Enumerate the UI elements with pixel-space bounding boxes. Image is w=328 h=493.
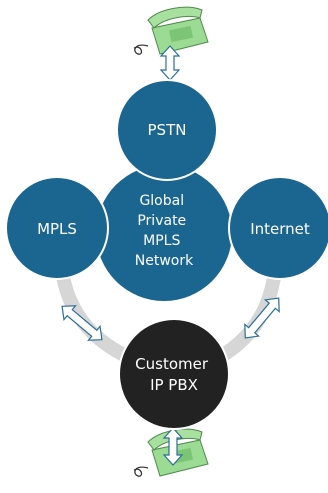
mpls-label: MPLS: [37, 220, 77, 238]
customer-pbx-node: [118, 318, 230, 430]
internet-node: [228, 176, 328, 280]
pbx-line-1: Customer: [135, 355, 209, 373]
mpls-pbx-double-arrow: [61, 305, 103, 341]
mpls-node: [5, 176, 109, 280]
pbx-phone-double-arrow: [162, 427, 184, 466]
core-line-4: Network: [135, 253, 194, 269]
internet-label: Internet: [250, 220, 310, 238]
core-line-2: Private: [137, 213, 186, 229]
core-network-label: Global Private MPLS Network: [135, 193, 194, 269]
pstn-node: [116, 79, 218, 181]
internet-pbx-double-arrow: [244, 297, 280, 339]
customer-pbx-label: Customer IP PBX: [135, 355, 213, 394]
core-line-1: Global: [139, 193, 184, 209]
pbx-line-2: IP PBX: [150, 376, 198, 394]
core-line-3: MPLS: [143, 233, 180, 249]
telephone-icon: [133, 6, 209, 55]
core-network-node: [96, 165, 232, 301]
pstn-label: PSTN: [148, 121, 187, 139]
